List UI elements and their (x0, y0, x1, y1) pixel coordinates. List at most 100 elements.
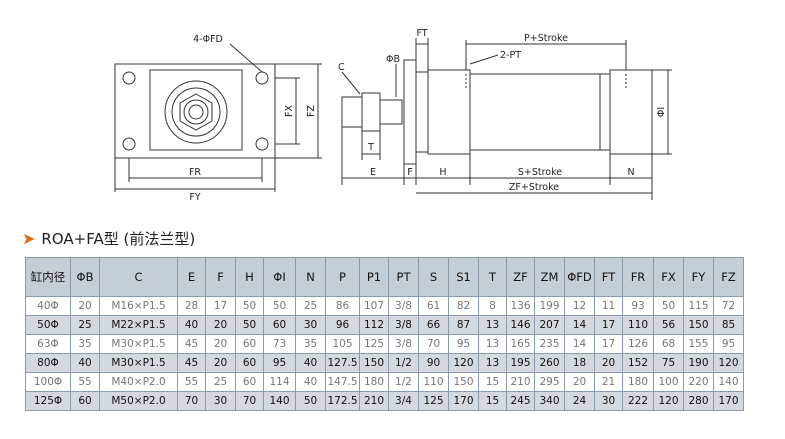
label-h: H (439, 167, 446, 178)
section-heading: ➤ ROA+FA型 (前法兰型) (22, 228, 195, 249)
label-f: F (407, 167, 412, 178)
table-cell: 28 (177, 296, 206, 316)
table-cell: 96 (325, 315, 360, 335)
table-cell: 13 (478, 334, 507, 354)
table-cell: 125 (359, 334, 389, 354)
column-header: S (418, 257, 449, 297)
table-cell: 3/8 (388, 334, 419, 354)
table-cell: 40Φ (25, 296, 71, 316)
table-cell: 82 (448, 296, 479, 316)
table-cell: 80Φ (25, 353, 71, 373)
table-cell: 147.5 (325, 372, 360, 392)
table-cell: 18 (564, 353, 595, 373)
table-cell: 35 (295, 334, 326, 354)
table-cell: 140 (713, 372, 744, 392)
table-cell: 114 (263, 372, 296, 392)
table-cell: 20 (205, 315, 236, 335)
table-cell: 25 (205, 372, 236, 392)
table-cell: 66 (418, 315, 449, 335)
table-cell: 40 (70, 353, 100, 373)
table-cell: M22×P1.5 (99, 315, 178, 335)
table-cell: 15 (478, 372, 507, 392)
table-cell: 87 (448, 315, 479, 335)
table-cell: 50 (295, 391, 326, 411)
column-header: PT (388, 257, 419, 297)
table-cell: 20 (205, 353, 236, 373)
table-cell: 30 (295, 315, 326, 335)
table-cell: 115 (683, 296, 714, 316)
table-cell: 95 (263, 353, 296, 373)
table-cell: 110 (622, 315, 654, 335)
arrow-icon: ➤ (22, 229, 36, 248)
table-cell: 3/8 (388, 315, 419, 335)
table-cell: 120 (448, 353, 479, 373)
table-cell: 220 (683, 372, 714, 392)
table-cell: 107 (359, 296, 389, 316)
table-cell: 136 (506, 296, 535, 316)
label-fz: FZ (306, 105, 317, 117)
technical-drawing: 4-ΦFD C FR FY FX FZ ΦB FT P+Stroke 2-PT … (114, 28, 672, 203)
table-cell: M50×P2.0 (99, 391, 178, 411)
mount-hole (255, 71, 269, 85)
table-cell: 195 (506, 353, 535, 373)
column-header: ΦFD (564, 257, 595, 297)
table-cell: 68 (653, 334, 684, 354)
table-cell: 207 (534, 315, 565, 335)
table-cell: 30 (594, 391, 623, 411)
table-cell: 73 (263, 334, 296, 354)
table-cell: M16×P1.5 (99, 296, 178, 316)
table-cell: 14 (564, 315, 595, 335)
table-cell: 60 (235, 334, 264, 354)
table-cell: 61 (418, 296, 449, 316)
table-cell: 25 (70, 315, 100, 335)
label-n: N (627, 167, 634, 178)
table-cell: 1/2 (388, 372, 419, 392)
table-cell: 235 (534, 334, 565, 354)
table-cell: 125 (418, 391, 449, 411)
table-cell: M40×P2.0 (99, 372, 178, 392)
column-header: E (177, 257, 206, 297)
table-cell: 17 (594, 334, 623, 354)
column-header: ΦB (70, 257, 100, 297)
table-cell: 260 (534, 353, 565, 373)
column-header: ZM (534, 257, 565, 297)
table-cell: 60 (263, 315, 296, 335)
label-zf-stroke: ZF+Stroke (509, 182, 559, 193)
section-title: ROA+FA型 (前法兰型) (41, 230, 196, 248)
table-cell: 13 (478, 315, 507, 335)
table-cell: 172.5 (325, 391, 360, 411)
table-cell: 60 (235, 353, 264, 373)
table-cell: 21 (594, 372, 623, 392)
mount-hole (122, 71, 136, 85)
table-cell: 180 (359, 372, 389, 392)
label-fx: FX (284, 105, 295, 117)
table-cell: 90 (418, 353, 449, 373)
label-c: C (338, 62, 345, 73)
column-header: C (99, 257, 178, 297)
label-phi-b: ΦB (386, 54, 400, 65)
table-cell: 30 (205, 391, 236, 411)
table-cell: 55 (177, 372, 206, 392)
table-cell: 72 (713, 296, 744, 316)
table-cell: 140 (263, 391, 296, 411)
table-cell: M30×P1.5 (99, 353, 178, 373)
table-cell: 70 (177, 391, 206, 411)
table-cell: 50 (235, 315, 264, 335)
label-s-stroke: S+Stroke (518, 167, 562, 178)
label-p-stroke: P+Stroke (524, 33, 568, 44)
table-cell: 245 (506, 391, 535, 411)
column-header: H (235, 257, 264, 297)
table-cell: 170 (448, 391, 479, 411)
table-cell: 93 (622, 296, 654, 316)
table-cell: 210 (506, 372, 535, 392)
table-cell: 55 (70, 372, 100, 392)
table-cell: 152 (622, 353, 654, 373)
table-cell: 280 (683, 391, 714, 411)
label-phi-i: ΦI (656, 107, 667, 117)
column-header: T (478, 257, 507, 297)
